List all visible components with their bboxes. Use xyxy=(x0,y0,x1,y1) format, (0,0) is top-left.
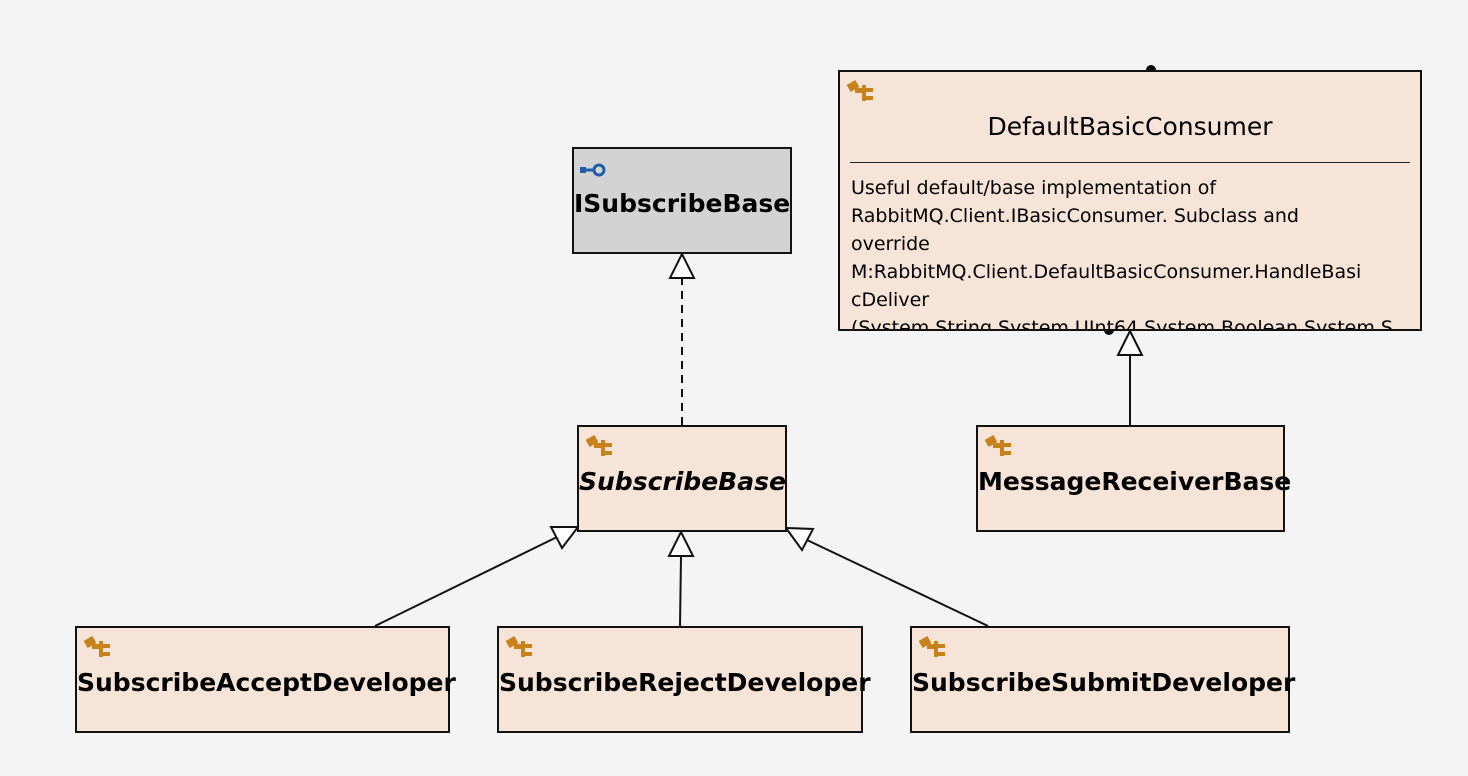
class-node-subscriberejectdeveloper[interactable]: SubscribeRejectDeveloper xyxy=(497,626,871,733)
class-icon xyxy=(918,636,945,657)
class-icon xyxy=(846,80,873,101)
realization-arrowhead xyxy=(668,251,696,279)
class-node-subscribeacceptdeveloper[interactable]: SubscribeAcceptDeveloper xyxy=(75,626,456,733)
inheritance-line-submit xyxy=(806,539,989,627)
class-node-subscribesubmitdeveloper[interactable]: SubscribeSubmitDeveloper xyxy=(910,626,1296,733)
class-node-isubscribebase[interactable]: ISubscribeBase xyxy=(572,147,792,254)
inheritance-arrowhead-accept xyxy=(549,526,581,550)
class-name: DefaultBasicConsumer xyxy=(987,112,1273,141)
class-node-subscribebase[interactable]: SubscribeBase xyxy=(577,425,787,532)
class-icon xyxy=(984,435,1011,456)
inheritance-arrowhead-message-receiver xyxy=(1116,328,1144,356)
class-icon xyxy=(505,636,532,657)
class-node-messagereceiverbase[interactable]: MessageReceiverBase xyxy=(976,425,1292,532)
inheritance-arrowhead-submit xyxy=(783,526,815,552)
inheritance-arrowhead-reject xyxy=(667,529,695,557)
class-node-defaultbasicconsumer[interactable]: DefaultBasicConsumer Useful default/base… xyxy=(838,70,1422,331)
inheritance-line-accept xyxy=(374,536,558,627)
class-name: SubscribeSubmitDeveloper xyxy=(912,668,1296,697)
interface-icon xyxy=(580,163,606,177)
section-divider xyxy=(850,162,1410,163)
class-documentation: Useful default/base implementation of Ra… xyxy=(851,177,1393,329)
class-name: ISubscribeBase xyxy=(574,189,791,218)
inheritance-line-reject xyxy=(679,555,682,627)
class-icon xyxy=(585,435,612,456)
class-name: SubscribeRejectDeveloper xyxy=(499,668,871,697)
class-name: MessageReceiverBase xyxy=(978,467,1292,496)
class-name: SubscribeBase xyxy=(579,467,786,496)
class-name: SubscribeAcceptDeveloper xyxy=(77,668,456,697)
class-icon xyxy=(83,636,110,657)
